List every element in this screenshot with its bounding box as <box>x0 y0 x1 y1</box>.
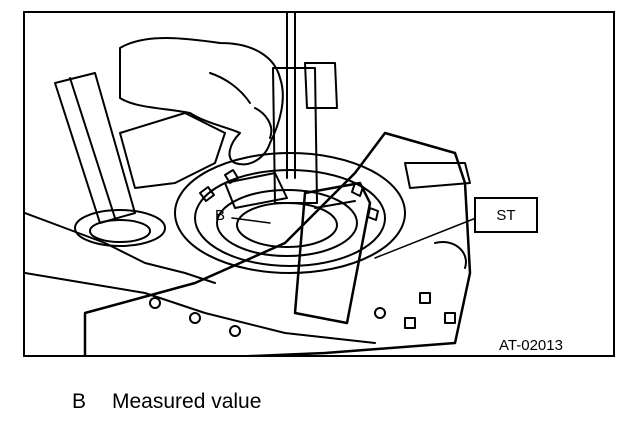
figure-legend: B Measured value <box>72 390 261 414</box>
callout-st-box: ST <box>474 197 538 233</box>
figure-id: AT-02013 <box>499 337 563 354</box>
legend-text: Measured value <box>112 390 262 413</box>
legend-key: B <box>72 390 87 413</box>
illustration-frame: B AT-02013 <box>23 11 615 357</box>
line-drawing-illustration <box>25 13 477 355</box>
callout-st-label: ST <box>496 206 516 224</box>
callout-b-label: B <box>215 207 226 224</box>
